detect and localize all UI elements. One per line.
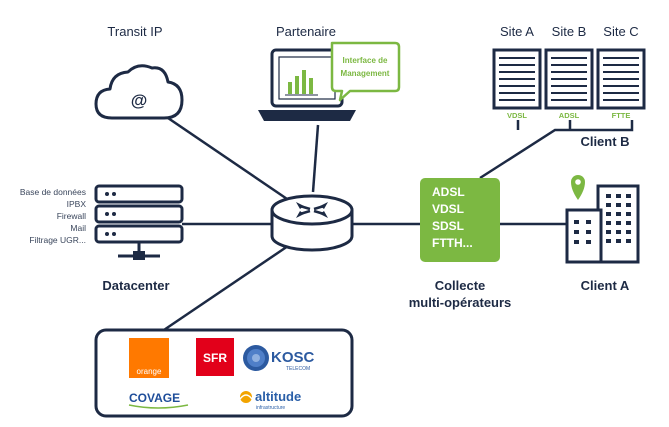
management-bubble: Interface de Management	[330, 41, 401, 102]
site-a-link-label: VDSL	[507, 111, 527, 120]
line-laptop-router	[311, 124, 320, 193]
location-pin-icon	[571, 175, 585, 200]
sfr-logo: SFR	[196, 338, 234, 376]
collecte-box: ADSL VDSL SDSL FTTH...	[420, 178, 500, 262]
site-a-building-icon	[492, 48, 542, 110]
operators-box: orange SFR KOSC TELECOM COVAGE altitude …	[94, 328, 354, 418]
svg-text:TELECOM: TELECOM	[286, 366, 310, 372]
transit-ip-label: Transit IP	[107, 24, 162, 39]
site-b-label: Site B	[552, 24, 587, 39]
at-symbol: @	[131, 91, 148, 110]
datacenter-label: Datacenter	[102, 278, 169, 293]
collecte-label-line2: multi-opérateurs	[409, 295, 512, 310]
client-a-building-icon	[565, 184, 640, 264]
svg-text:infrastructure: infrastructure	[256, 405, 285, 411]
svg-text:SFR: SFR	[203, 351, 227, 365]
collecte-tech-item: SDSL	[432, 219, 464, 233]
server-icon	[94, 184, 184, 260]
site-c-building-icon	[596, 48, 646, 110]
service-item: Mail	[70, 223, 86, 233]
site-a-label: Site A	[500, 24, 534, 39]
partenaire-label: Partenaire	[276, 24, 336, 39]
service-item: IPBX	[67, 199, 87, 209]
altitude-logo: altitude infrastructure	[239, 389, 301, 411]
cloud-icon: @	[94, 64, 184, 120]
collecte-tech-item: ADSL	[432, 185, 465, 199]
orange-logo: orange	[129, 338, 169, 378]
kosc-logo: KOSC TELECOM	[243, 345, 315, 372]
service-item: Firewall	[57, 211, 86, 221]
svg-text:KOSC: KOSC	[271, 349, 315, 366]
line-cloud-router	[167, 116, 294, 205]
collecte-tech-item: VDSL	[432, 202, 464, 216]
site-b-link-label: ADSL	[559, 111, 580, 120]
svg-text:COVAGE: COVAGE	[129, 391, 180, 405]
laptop-icon	[258, 48, 356, 121]
interface-label: Interface de	[343, 56, 388, 65]
site-c-link-label: FTTE	[612, 111, 631, 120]
line-router-operators	[154, 244, 289, 338]
line-collecte-clientb	[479, 120, 634, 180]
svg-text:orange: orange	[137, 367, 162, 376]
connection-lines	[154, 116, 634, 338]
client-a-label: Client A	[581, 278, 630, 293]
service-item: Base de données	[20, 187, 86, 197]
datacenter-services: Base de données IPBX Firewall Mail Filtr…	[20, 187, 86, 245]
router-icon	[270, 194, 354, 252]
client-b-label: Client B	[580, 134, 629, 149]
covage-logo: COVAGE	[128, 391, 189, 409]
collecte-tech-item: FTTH...	[432, 236, 473, 250]
management-label: Management	[341, 69, 390, 78]
site-b-building-icon	[544, 48, 594, 110]
site-c-label: Site C	[603, 24, 638, 39]
service-item: Filtrage UGR...	[29, 235, 86, 245]
svg-text:altitude: altitude	[255, 389, 301, 404]
collecte-label-line1: Collecte	[435, 278, 486, 293]
